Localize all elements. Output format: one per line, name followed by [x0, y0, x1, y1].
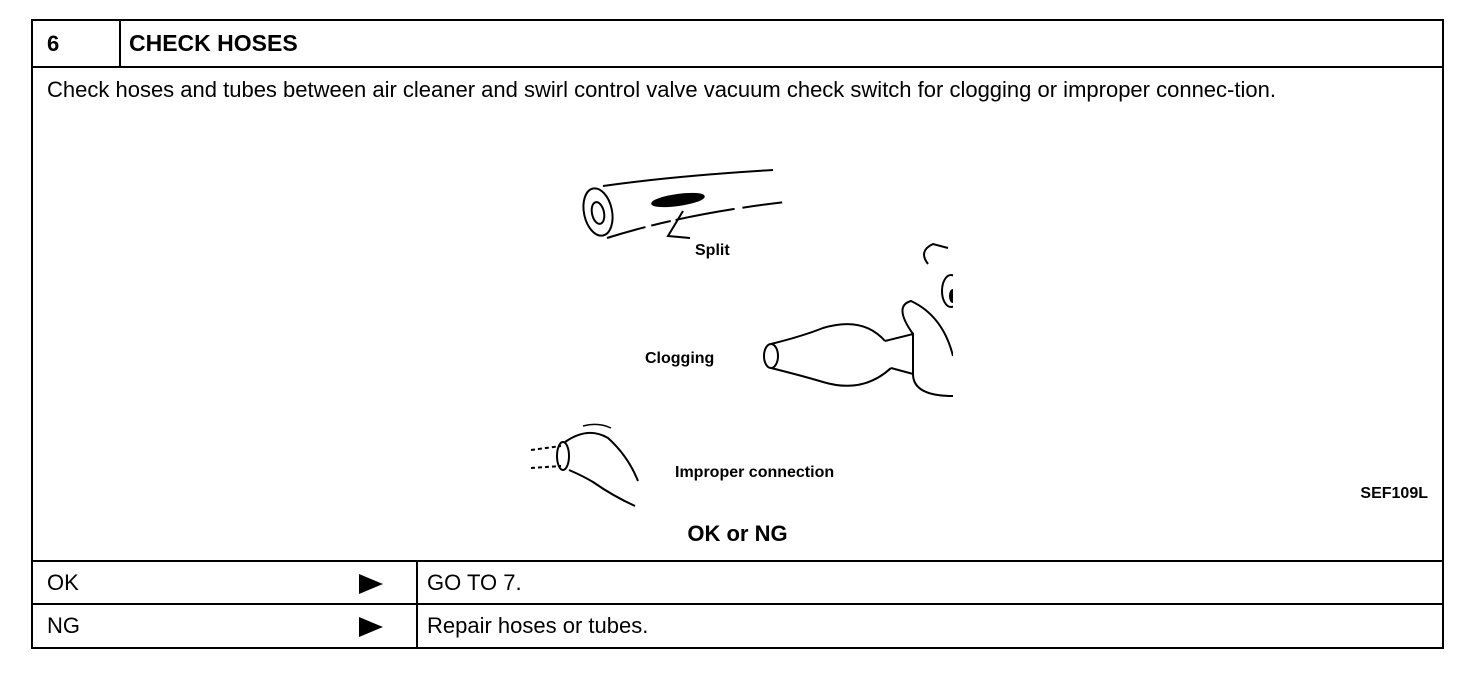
improper-connection-drawing: [530, 423, 639, 507]
clogging-label: Clogging: [645, 350, 714, 367]
right-arrow-icon: [359, 617, 383, 637]
split-hose-drawing: [582, 169, 786, 239]
result-status: NG: [47, 613, 80, 638]
split-label: Split: [695, 242, 730, 259]
right-arrow-icon: [359, 574, 383, 594]
result-row-ok: OK GO TO 7.: [33, 560, 1442, 604]
result-status: OK: [47, 570, 79, 595]
result-action: Repair hoses or tubes.: [427, 613, 649, 638]
hose-illustration: Split Clogging Improper connection: [530, 169, 953, 507]
step-title: CHECK HOSES: [129, 30, 298, 56]
result-action: GO TO 7.: [427, 570, 522, 595]
improper-connection-label: Improper connection: [675, 464, 834, 481]
result-prompt: OK or NG: [687, 521, 788, 546]
figure-code: SEF109L: [1360, 485, 1428, 502]
result-row-ng: NG Repair hoses or tubes.: [33, 603, 1442, 647]
instruction-text: Check hoses and tubes between air cleane…: [47, 77, 1276, 102]
column-divider: [416, 562, 418, 604]
column-divider: [416, 605, 418, 647]
procedure-table: 6 CHECK HOSES Check hoses and tubes betw…: [31, 19, 1444, 649]
clogging-drawing: [763, 242, 953, 397]
step-number: 6: [33, 21, 121, 66]
step-header: 6 CHECK HOSES: [33, 21, 1442, 68]
